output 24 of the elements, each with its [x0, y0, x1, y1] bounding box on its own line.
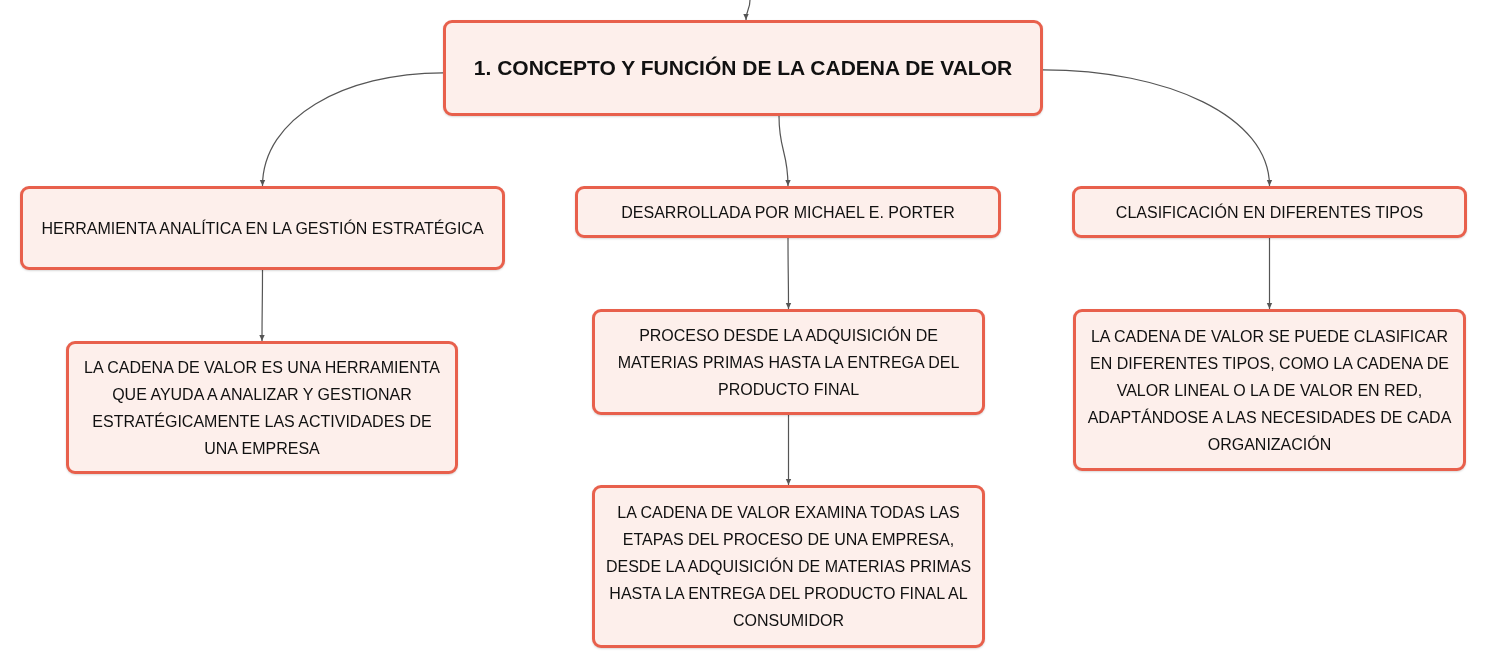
concept-box: [592, 309, 985, 415]
concept-text: HERRAMIENTA ANALÍTICA EN LA GESTIÓN ESTRATÉGICA: [41, 218, 484, 239]
topic-box: [443, 20, 1043, 116]
concept-text: CLASIFICACIÓN EN DIFERENTES TIPOS: [1115, 202, 1424, 223]
concept-text: LA CADENA DE VALOR ES UNA HERRAMIENTA QUE AYUDA A ANALIZAR Y GESTIONAR ESTRATÉGICAMENTE LAS ACTIVIDADES DE UNA EMPRESA: [83, 357, 441, 459]
arrow: [259, 269, 265, 342]
arrow: [785, 237, 792, 310]
arrow: [778, 115, 791, 187]
concept-text: PROCESO DESDE LA ADQUISICIÓN DE MATERIAS PRIMAS HASTA LA ENTREGA DEL PRODUCTO FINAL: [616, 325, 961, 400]
concept-box: [20, 186, 505, 270]
arrow: [785, 414, 792, 486]
arrow: [743, 0, 751, 21]
concept-box: [575, 186, 1001, 238]
concept-text: LA CADENA DE VALOR SE PUEDE CLASIFICAR EN DIFERENTES TIPOS, COMO LA CADENA DE VALOR LINEAL O LA DE VALOR EN RED, ADAPTÁNDOSE A LAS NECESIDADES DE CADA ORGANIZACIÓN: [1086, 326, 1453, 455]
concept-box: [1073, 309, 1466, 471]
topic-title: 1. CONCEPTO Y FUNCIÓN DE LA CADENA DE VALOR: [473, 55, 1013, 81]
concept-text: DESARROLLADA POR MICHAEL E. PORTER: [621, 202, 955, 223]
concept-box: [66, 341, 458, 474]
arrow: [1266, 237, 1273, 310]
concept-box: [592, 485, 985, 648]
concept-box: [1072, 186, 1467, 238]
concept-text: LA CADENA DE VALOR EXAMINA TODAS LAS ETAPAS DEL PROCESO DE UNA EMPRESA, DESDE LA ADQUISICIÓN DE MATERIAS PRIMAS HASTA LA ENTREGA DEL PRODUCTO FINAL AL CONSUMIDOR: [605, 503, 972, 631]
arrow: [1042, 69, 1272, 187]
arrow: [260, 72, 444, 187]
